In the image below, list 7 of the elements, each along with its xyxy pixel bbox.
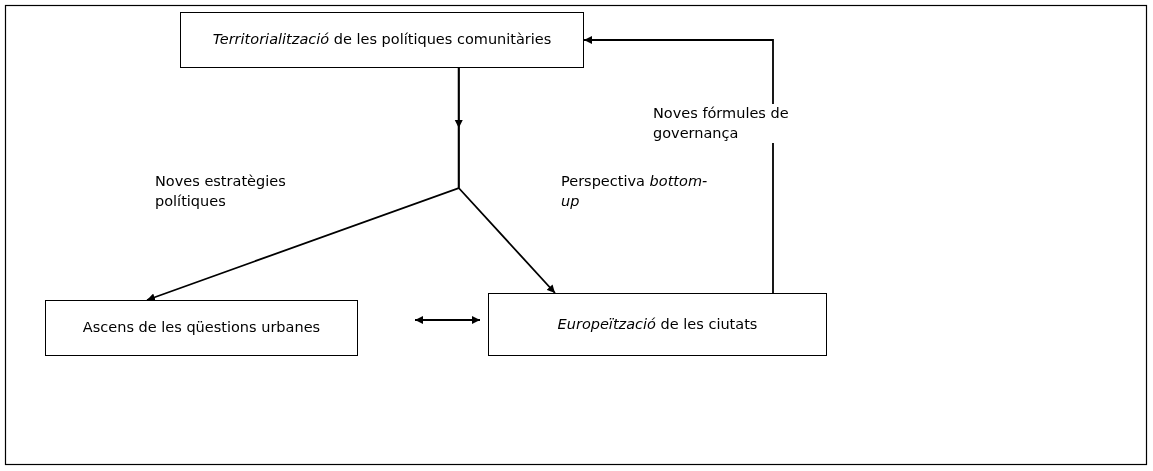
arrow: [583, 36, 774, 294]
arrow: [414, 316, 481, 324]
text-box: Territorialització de les polítiques comunitàries: [180, 12, 584, 68]
text-box: Europeïtzació de les ciutats: [488, 293, 827, 356]
arrowhead: [454, 120, 463, 128]
arrow: [457, 67, 556, 294]
text-box: Ascens de les qüestions urbanes: [45, 300, 358, 356]
